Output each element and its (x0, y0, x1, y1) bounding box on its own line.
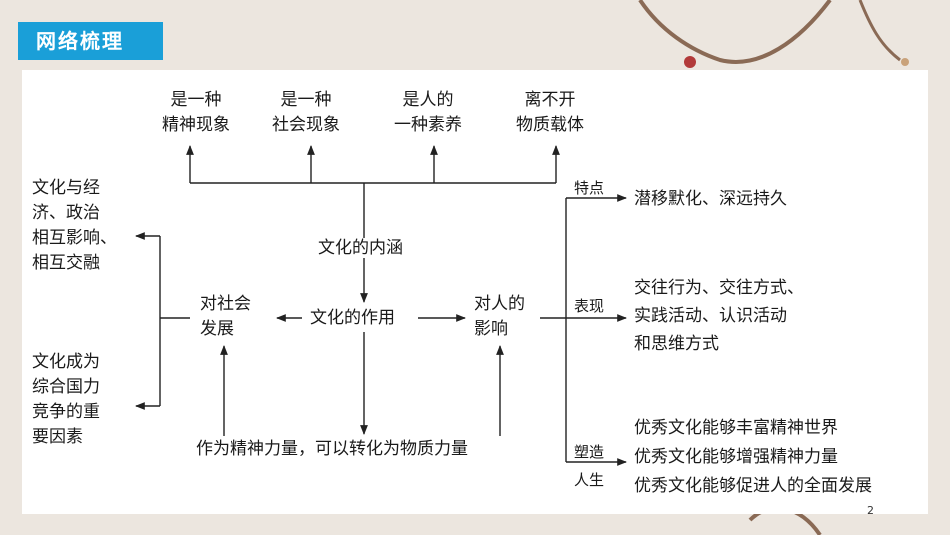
top-item-3: 是人的 一种素养 (394, 88, 462, 138)
branch-tag-trait: 特点 (574, 179, 605, 197)
top-item-4: 离不开 物质载体 (516, 88, 584, 138)
top-item-4-line2: 物质载体 (516, 115, 584, 135)
node-person-line1: 对人的 (474, 294, 525, 314)
society-effect-1-line2: 济、政治 (32, 203, 100, 223)
branch-tag-shape-1: 塑造 (574, 443, 605, 461)
branch-trait-text: 潜移默化、深远持久 (634, 189, 787, 209)
top-item-1-line2: 精神现象 (162, 115, 230, 135)
node-function: 文化的作用 (310, 308, 395, 328)
top-item-3-line1: 是人的 (402, 90, 454, 110)
branch-tag-shape-2: 人生 (574, 471, 605, 489)
top-item-2: 是一种 社会现象 (272, 88, 340, 138)
top-item-1-line1: 是一种 (170, 90, 222, 110)
society-effect-1-line1: 文化与经 (32, 178, 100, 198)
node-society-line1: 对社会 (200, 294, 251, 314)
branch-shape-line1: 优秀文化能够丰富精神世界 (634, 418, 838, 438)
top-item-3-line2: 一种素养 (394, 115, 462, 135)
society-effect-1-line3: 相互影响、 (32, 228, 117, 248)
branch-shape-text: 优秀文化能够丰富精神世界 优秀文化能够增强精神力量 优秀文化能够促进人的全面发展 (634, 416, 872, 499)
branch-manifest-text: 交往行为、交往方式、 实践活动、认识活动 和思维方式 (634, 276, 804, 357)
society-effect-2-line2: 综合国力 (32, 377, 100, 397)
branch-manifest-line2: 实践活动、认识活动 (634, 306, 787, 326)
branch-shape-line3: 优秀文化能够促进人的全面发展 (634, 476, 872, 496)
branch-shape-line2: 优秀文化能够增强精神力量 (634, 447, 838, 467)
top-item-2-line2: 社会现象 (272, 115, 340, 135)
society-effect-2: 文化成为 综合国力 竞争的重 要因素 (32, 350, 100, 450)
node-bottom-statement: 作为精神力量，可以转化为物质力量 (196, 439, 468, 459)
society-effect-1-line4: 相互交融 (32, 253, 100, 273)
top-item-1: 是一种 精神现象 (162, 88, 230, 138)
branch-manifest-line1: 交往行为、交往方式、 (634, 278, 804, 298)
node-connotation: 文化的内涵 (318, 238, 403, 258)
society-effect-1: 文化与经 济、政治 相互影响、 相互交融 (32, 176, 117, 276)
section-title: 网络梳理 (36, 29, 124, 53)
page-number: 2 (867, 504, 874, 517)
society-effect-2-line1: 文化成为 (32, 352, 100, 372)
society-effect-2-line3: 竞争的重 (32, 402, 100, 422)
diagram-panel (22, 70, 928, 514)
node-person: 对人的 影响 (474, 292, 525, 342)
node-person-line2: 影响 (474, 319, 508, 339)
branch-tag-manifest: 表现 (574, 297, 605, 315)
node-society: 对社会 发展 (200, 292, 251, 342)
node-society-line2: 发展 (200, 319, 234, 339)
society-effect-2-line4: 要因素 (32, 427, 83, 447)
top-item-4-line1: 离不开 (524, 90, 576, 110)
branch-manifest-line3: 和思维方式 (634, 334, 719, 354)
top-item-2-line1: 是一种 (280, 90, 332, 110)
section-title-badge: 网络梳理 (18, 22, 163, 60)
